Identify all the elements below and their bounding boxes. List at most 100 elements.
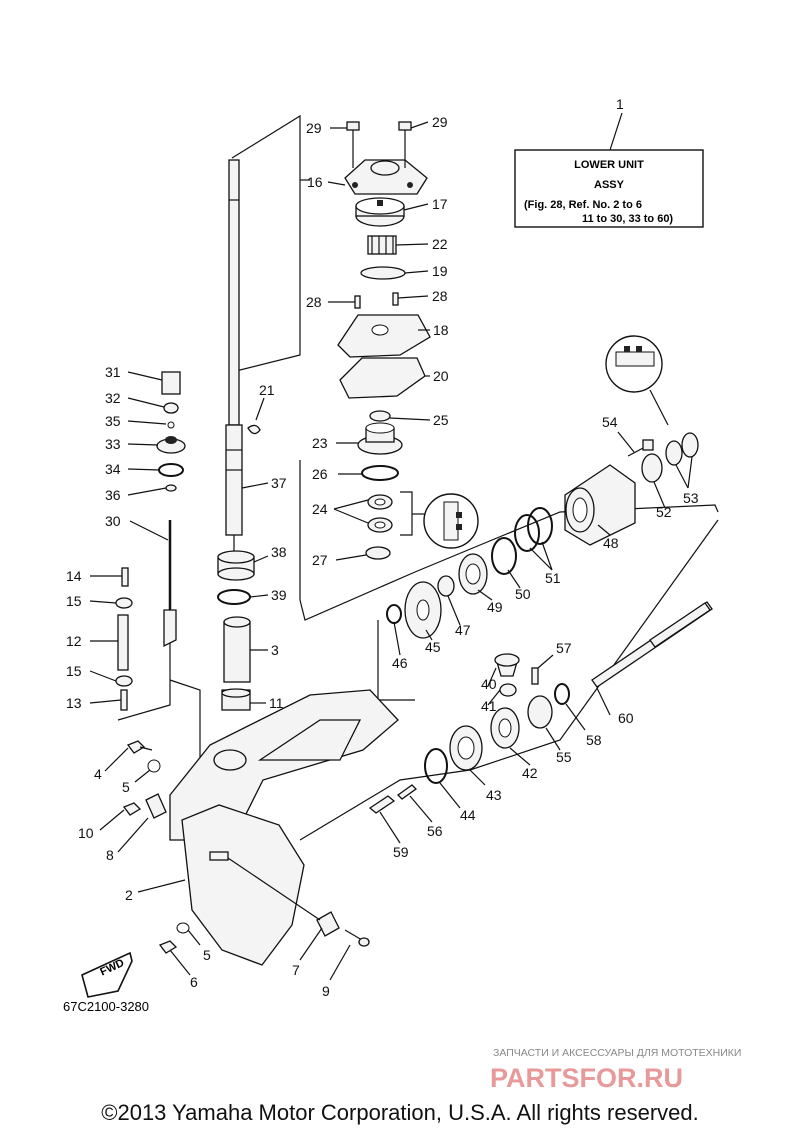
callout-55: 55: [556, 749, 572, 765]
pump-base: [357, 422, 403, 455]
callout-23: 23: [312, 435, 328, 451]
callout-28a: 28: [306, 294, 322, 310]
watermark-brand: PARTSFOR.RU: [490, 1063, 683, 1093]
callout-28b: 28: [432, 288, 448, 304]
callout-21: 21: [259, 382, 275, 398]
callout-56: 56: [427, 823, 443, 839]
shim-47: [437, 575, 455, 597]
water-pump-housing: [344, 159, 428, 195]
outer-plate-cartridge: [337, 314, 431, 358]
fwd-arrow: FWD: [81, 951, 133, 998]
o-ring-34: [158, 463, 184, 477]
callout-13: 13: [66, 695, 82, 711]
callout-50: 50: [515, 586, 531, 602]
callout-34: 34: [105, 461, 121, 477]
callout-14: 14: [66, 568, 82, 584]
callout-26: 26: [312, 466, 328, 482]
callout-6: 6: [190, 974, 198, 990]
shim-39: [217, 589, 251, 605]
pin-57: [531, 667, 539, 685]
callout-44: 44: [460, 807, 476, 823]
washer-58: [554, 683, 570, 705]
oil-seal-53b: [681, 432, 699, 458]
spring-56: [396, 784, 418, 800]
connector-14: [121, 567, 129, 587]
callout-20: 20: [433, 368, 449, 384]
nut-15-upper: [115, 597, 133, 609]
bolt-10: [122, 802, 142, 816]
sleeve-3: [223, 616, 251, 683]
callout-29b: 29: [432, 114, 448, 130]
assembly-title: LOWER UNIT: [574, 159, 644, 171]
callout-33: 33: [105, 436, 121, 452]
impeller: [367, 235, 397, 255]
callout-27: 27: [312, 552, 328, 568]
bevel-gear-45: [404, 581, 442, 639]
callout-51: 51: [545, 570, 561, 586]
lower-case: [169, 689, 399, 966]
bearing-49: [458, 553, 488, 595]
clip-36: [165, 484, 177, 492]
callout-49: 49: [487, 599, 503, 615]
assembly-ref-line-1: (Fig. 28, Ref. No. 2 to 6: [524, 199, 642, 211]
reverse-gear-42: [490, 707, 520, 749]
boot-33: [156, 436, 186, 454]
callout-31: 31: [105, 364, 121, 380]
bolt-54: [627, 439, 654, 457]
pump-bolt-left: [346, 121, 360, 168]
anode-7: [316, 911, 340, 937]
callout-1: 1: [616, 96, 624, 112]
callout-5a: 5: [122, 779, 130, 795]
copyright-notice: ©2013 Yamaha Motor Corporation, U.S.A. A…: [101, 1100, 699, 1125]
o-ring-50: [491, 537, 517, 575]
callout-24: 24: [312, 501, 328, 517]
plate-8: [145, 793, 167, 819]
drive-shaft: [225, 159, 243, 560]
leader-lines: [89, 121, 693, 981]
callout-59: 59: [393, 844, 409, 860]
callout-7: 7: [292, 962, 300, 978]
callout-60: 60: [618, 710, 634, 726]
plunger-59: [368, 795, 396, 814]
callout-8: 8: [106, 847, 114, 863]
diagram-code: 67C2100-3280: [63, 999, 149, 1014]
callout-2: 2: [125, 887, 133, 903]
callout-40: 40: [481, 676, 497, 692]
detail-circle-pin: [423, 493, 479, 549]
callout-32: 32: [105, 390, 121, 406]
bolt-6: [158, 940, 178, 954]
callout-4: 4: [94, 766, 102, 782]
washer-5-upper: [147, 759, 161, 773]
callout-15b: 15: [66, 663, 82, 679]
o-ring-51b: [527, 507, 553, 545]
nut-41: [499, 683, 517, 697]
connector-13: [120, 689, 128, 711]
callout-42: 42: [522, 765, 538, 781]
watermark-tagline: ЗАПЧАСТИ И АКСЕССУАРЫ ДЛЯ МОТОТЕХНИКИ: [493, 1047, 741, 1059]
woodruff-key: [247, 424, 261, 435]
gasket-27: [365, 546, 391, 560]
assembly-subtitle: ASSY: [594, 179, 625, 191]
callout-53: 53: [683, 490, 699, 506]
assembly-ref-line-2: 11 to 30, 33 to 60): [582, 213, 673, 225]
callout-41: 41: [481, 698, 497, 714]
callout-57: 57: [556, 640, 572, 656]
oil-seals-24: [367, 494, 393, 533]
callout-39: 39: [271, 587, 287, 603]
nut-32: [163, 402, 179, 414]
callout-9: 9: [322, 983, 330, 999]
callout-48: 48: [603, 535, 619, 551]
callout-47: 47: [455, 622, 471, 638]
callout-52: 52: [656, 504, 672, 520]
screw-9: [344, 929, 370, 947]
bolt-4: [126, 740, 153, 754]
callout-18: 18: [433, 322, 449, 338]
pinion-40: [494, 653, 520, 677]
callout-19: 19: [432, 263, 448, 279]
dog-clutch-55: [527, 695, 553, 729]
watermark: ЗАПЧАСТИ И АКСЕССУАРЫ ДЛЯ МОТОТЕХНИКИ PA…: [490, 1047, 741, 1093]
callout-11: 11: [269, 695, 284, 711]
needle-bearing-52: [641, 453, 663, 483]
callout-29a: 29: [306, 120, 322, 136]
